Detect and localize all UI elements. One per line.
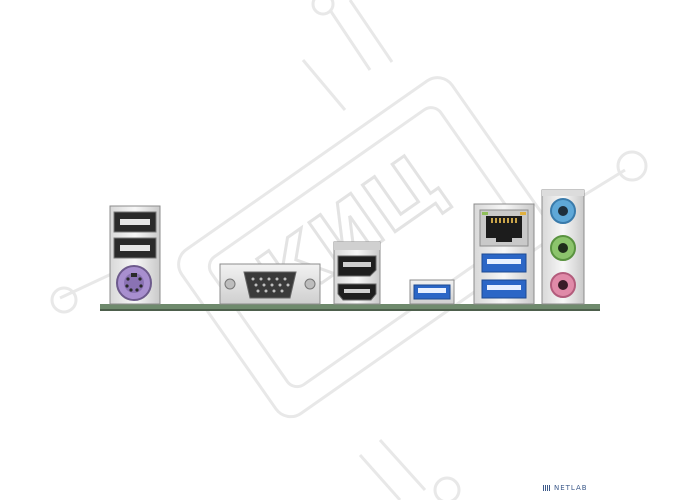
netlab-logo-text: NETLAB (554, 484, 588, 492)
vga-port (219, 263, 321, 305)
usb2-ps2-combo-connector (109, 205, 161, 305)
pcb-edge (100, 304, 600, 309)
usb-3-0-port-single (409, 279, 455, 305)
netlab-logo-icon (543, 485, 551, 491)
netlab-logo: NETLAB (543, 484, 588, 492)
audio-jack-stack (541, 189, 585, 305)
lan-usb3-combo-connector (473, 203, 535, 305)
displayport-hdmi-stack (333, 241, 381, 305)
